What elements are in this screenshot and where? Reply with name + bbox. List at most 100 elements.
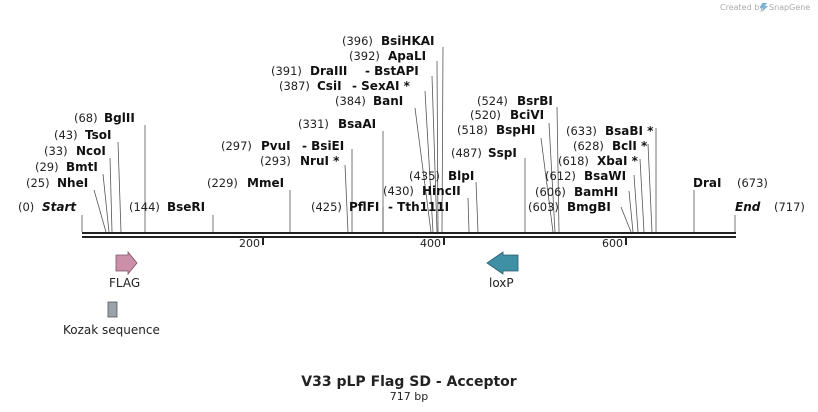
site-bmti[interactable]: (29) BmtI (35, 160, 98, 174)
site-name: NheI (57, 176, 88, 190)
feature-box-icon (107, 301, 118, 318)
site-name: ApaLI (388, 49, 426, 63)
site-bani[interactable]: (384) BanI (335, 94, 403, 108)
site-position: (520) (470, 108, 501, 122)
feature-label: Kozak sequence (63, 323, 160, 337)
tick-label-200: 200 (239, 237, 260, 250)
site-nhei[interactable]: (25) NheI (26, 176, 88, 190)
site-name: BciVI (510, 108, 544, 122)
site-apali[interactable]: (392) ApaLI (349, 49, 426, 63)
site-position: (297) (221, 139, 252, 153)
site-isoschizomer: - BsiEI (302, 139, 344, 153)
feature-kozak[interactable]: Kozak sequence (63, 301, 160, 337)
site-ncoi[interactable]: (33) NcoI (44, 144, 106, 158)
site-tsoi[interactable]: (43) TsoI (54, 128, 111, 142)
site-position: (68) (74, 111, 98, 125)
site-name: BmgBI (567, 200, 611, 214)
site-bsihkai[interactable]: (396) BsiHKAI (342, 34, 435, 48)
site-position: (293) (260, 154, 291, 168)
site-position: (384) (335, 94, 366, 108)
site-name: BclI * (612, 139, 648, 153)
site-bglii[interactable]: (68) BglII (74, 111, 135, 125)
site-position: (612) (545, 169, 576, 183)
site-draiii[interactable]: (391) DraIII - BstAPI (271, 64, 419, 78)
site-hincii[interactable]: (430) HincII (383, 184, 461, 198)
site-position: (524) (477, 94, 508, 108)
site-pvui[interactable]: (297) PvuI - BsiEI (221, 139, 344, 153)
site-name: NruI * (300, 154, 340, 168)
site-name: End (735, 200, 761, 214)
site-position: (435) (409, 169, 440, 183)
site-name: BglII (104, 111, 135, 125)
site-name: NcoI (76, 144, 106, 158)
site-name: PflFI (349, 200, 379, 214)
site-name: BsrBI (517, 94, 553, 108)
reverse-arrow-icon (486, 251, 519, 275)
leader-lines (81, 46, 736, 233)
site-name: BsaBI * (605, 124, 654, 138)
site-end[interactable]: End (717) (735, 200, 805, 214)
site-bcivi[interactable]: (520) BciVI (470, 108, 544, 122)
site-name: TsoI (85, 128, 111, 142)
site-name: DraIII (310, 64, 347, 78)
sequence-backbone (82, 232, 736, 238)
site-pflfi[interactable]: (425) PflFI - Tth111I (311, 200, 449, 214)
site-position: (391) (271, 64, 302, 78)
site-start[interactable]: (0) Start (18, 200, 77, 214)
site-position: (603) (528, 200, 559, 214)
site-name: XbaI * (597, 154, 639, 168)
site-isoschizomer: - BstAPI (365, 64, 419, 78)
site-name: BamHI (574, 185, 618, 199)
site-bsphi[interactable]: (518) BspHI (457, 123, 535, 137)
site-bcli[interactable]: (628) BclI * (573, 139, 648, 153)
site-name: SspI (488, 146, 517, 160)
brand-text: SnapGene (769, 3, 810, 12)
site-position: (396) (342, 34, 373, 48)
site-blpi[interactable]: (435) BlpI (409, 169, 474, 183)
site-csii[interactable]: (387) CsiI - SexAI * (279, 79, 411, 93)
site-position: (387) (279, 79, 310, 93)
site-bsrbi[interactable]: (524) BsrBI (477, 94, 553, 108)
site-name: BanI (373, 94, 403, 108)
site-name: BseRI (167, 200, 205, 214)
site-position: (33) (44, 144, 68, 158)
feature-label: loxP (489, 276, 514, 290)
site-position: (144) (129, 200, 160, 214)
site-name: BsaWI (584, 169, 626, 183)
site-position: (518) (457, 123, 488, 137)
site-bseri[interactable]: (144) BseRI (129, 200, 205, 214)
site-bamhi[interactable]: (606) BamHI (535, 185, 618, 199)
site-position: (628) (573, 139, 604, 153)
tick-label-600: 600 (602, 237, 623, 250)
axis-ticks (262, 237, 627, 245)
site-name: DraI (693, 176, 721, 190)
credit-text: Created by (720, 3, 764, 12)
site-name: BlpI (448, 169, 474, 183)
site-drai[interactable]: DraI (673) (693, 176, 768, 190)
site-position: (0) (18, 200, 34, 214)
site-xbai[interactable]: (618) XbaI * (558, 154, 639, 168)
site-name: Start (42, 200, 77, 214)
site-name: BsiHKAI (381, 34, 435, 48)
site-position: (229) (207, 176, 238, 190)
site-position: (43) (54, 128, 78, 142)
site-position: (430) (383, 184, 414, 198)
site-position: (606) (535, 185, 566, 199)
feature-loxp[interactable]: loxP (486, 251, 519, 290)
site-name: HincII (422, 184, 461, 198)
tick-label-400: 400 (420, 237, 441, 250)
site-sspi[interactable]: (487) SspI (451, 146, 517, 160)
site-bmgbi[interactable]: (603) BmgBI (528, 200, 611, 214)
site-bsabi[interactable]: (633) BsaBI * (566, 124, 654, 138)
site-bsawi[interactable]: (612) BsaWI (545, 169, 626, 183)
site-position: (425) (311, 200, 342, 214)
site-name: MmeI (247, 176, 284, 190)
forward-arrow-icon (115, 250, 138, 276)
site-nrui[interactable]: (293) NruI * (260, 154, 340, 168)
site-mmei[interactable]: (229) MmeI (207, 176, 284, 190)
site-position: (618) (558, 154, 589, 168)
site-bsaai[interactable]: (331) BsaAI (298, 117, 376, 131)
sequence-length: 717 bp (390, 390, 428, 403)
site-name: BsaAI (338, 117, 376, 131)
feature-flag[interactable]: FLAG (109, 250, 140, 290)
